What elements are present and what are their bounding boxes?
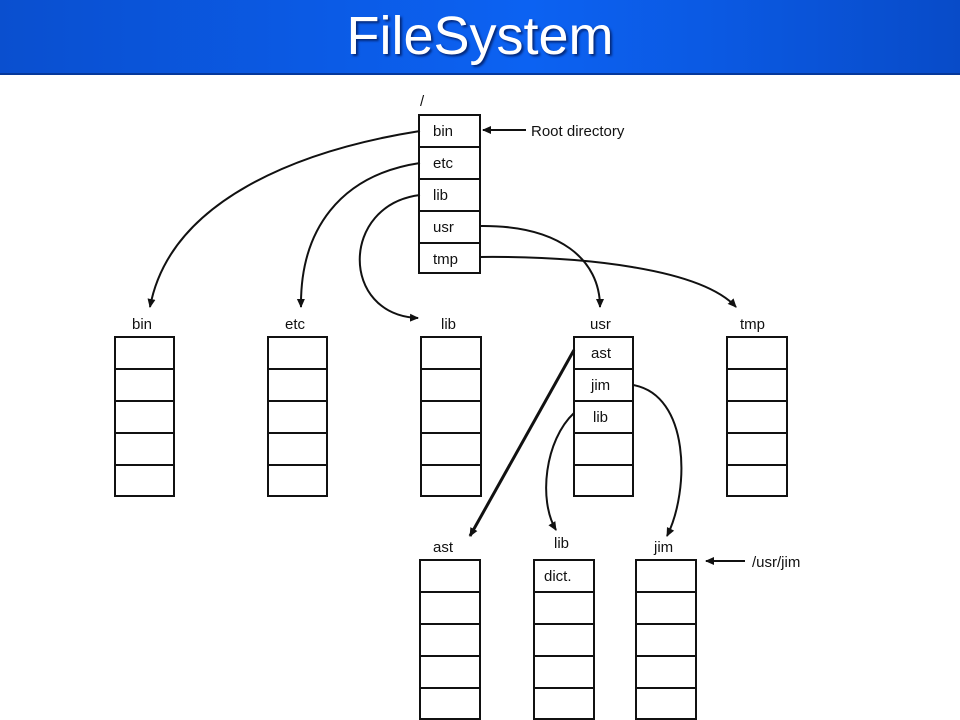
dir-label-lib: lib [441,316,456,333]
directory-jim [635,559,697,720]
dir-entry [267,464,328,497]
dir-entry [114,336,175,370]
dir-entry [267,432,328,466]
pointer-root-tmp [479,255,737,308]
dir-label-usr: usr [590,316,611,333]
dir-entry [573,464,634,497]
dir-entry [267,400,328,434]
dir-entry [726,336,788,370]
dir-entry [420,432,482,466]
usr-entry-label: lib [593,409,608,426]
dir-label-jim: jim [653,539,673,556]
dir-entry [114,432,175,466]
usr-entry-label: ast [591,345,612,362]
dir-entry [114,464,175,497]
dir-entry [419,687,481,720]
directory-tmp [726,336,788,497]
pointer-root-lib [358,194,421,322]
dir-entry [533,623,595,657]
dir-label-ast: ast [433,539,454,556]
directory-usr: ast jim lib [573,336,634,497]
pointer-root-usr [479,224,604,308]
dir-entry [573,432,634,466]
dir-entry [726,400,788,434]
dir-entry [726,464,788,497]
directory-ast [419,559,481,720]
pointer-usr-lib [545,412,575,531]
dir-entry [533,655,595,689]
usr-entry-label: jim [590,377,610,394]
dir-entry [419,591,481,625]
dir-entry [419,559,481,593]
dir-entry [419,655,481,689]
dir-entry [533,591,595,625]
dir-entry [635,623,697,657]
dir-label-usr-lib: lib [554,535,569,552]
root-entry-usr [418,210,481,244]
title-bar: FileSystem [0,0,960,75]
dir-entry [533,687,595,720]
dir-label-etc: etc [285,316,306,333]
dir-entry [635,687,697,720]
dir-entry [267,336,328,370]
jim-annotation: /usr/jim [752,554,800,571]
slide-title: FileSystem [346,6,614,66]
root-label: / [420,93,425,110]
dir-entry [573,400,634,434]
dir-entry [635,655,697,689]
dir-entry [635,559,697,593]
pointer-root-etc [296,162,421,308]
dir-entry [419,623,481,657]
dir-entry [726,368,788,402]
directory-bin [114,336,175,497]
dir-entry [420,464,482,497]
root-entry-lib [418,178,481,212]
directory-usr-lib: dict. [533,559,595,720]
pointer-usr-ast [468,349,576,537]
dir-label-tmp: tmp [740,316,765,333]
root-entry-label: tmp [433,251,458,268]
root-entry-label: etc [433,155,454,172]
usr-lib-entry-label: dict. [544,568,572,585]
dir-entry [114,400,175,434]
root-entry-label: lib [433,187,448,204]
dir-entry [533,559,595,593]
root-entry-bin [418,114,481,148]
directory-lib [420,336,482,497]
root-entry-tmp [418,242,481,274]
root-entry-label: bin [433,123,453,140]
dir-entry [420,336,482,370]
directory-etc [267,336,328,497]
pointer-root-bin [147,130,421,308]
pointer-usr-jim [632,384,683,537]
dir-entry [420,400,482,434]
dir-entry [267,368,328,402]
root-entry-label: usr [433,219,454,236]
dir-entry [114,368,175,402]
root-annotation: Root directory [531,123,625,140]
dir-label-bin: bin [132,316,152,333]
dir-entry [726,432,788,466]
root-directory: bin etc lib usr tmp [418,114,481,274]
dir-entry [635,591,697,625]
dir-entry [420,368,482,402]
